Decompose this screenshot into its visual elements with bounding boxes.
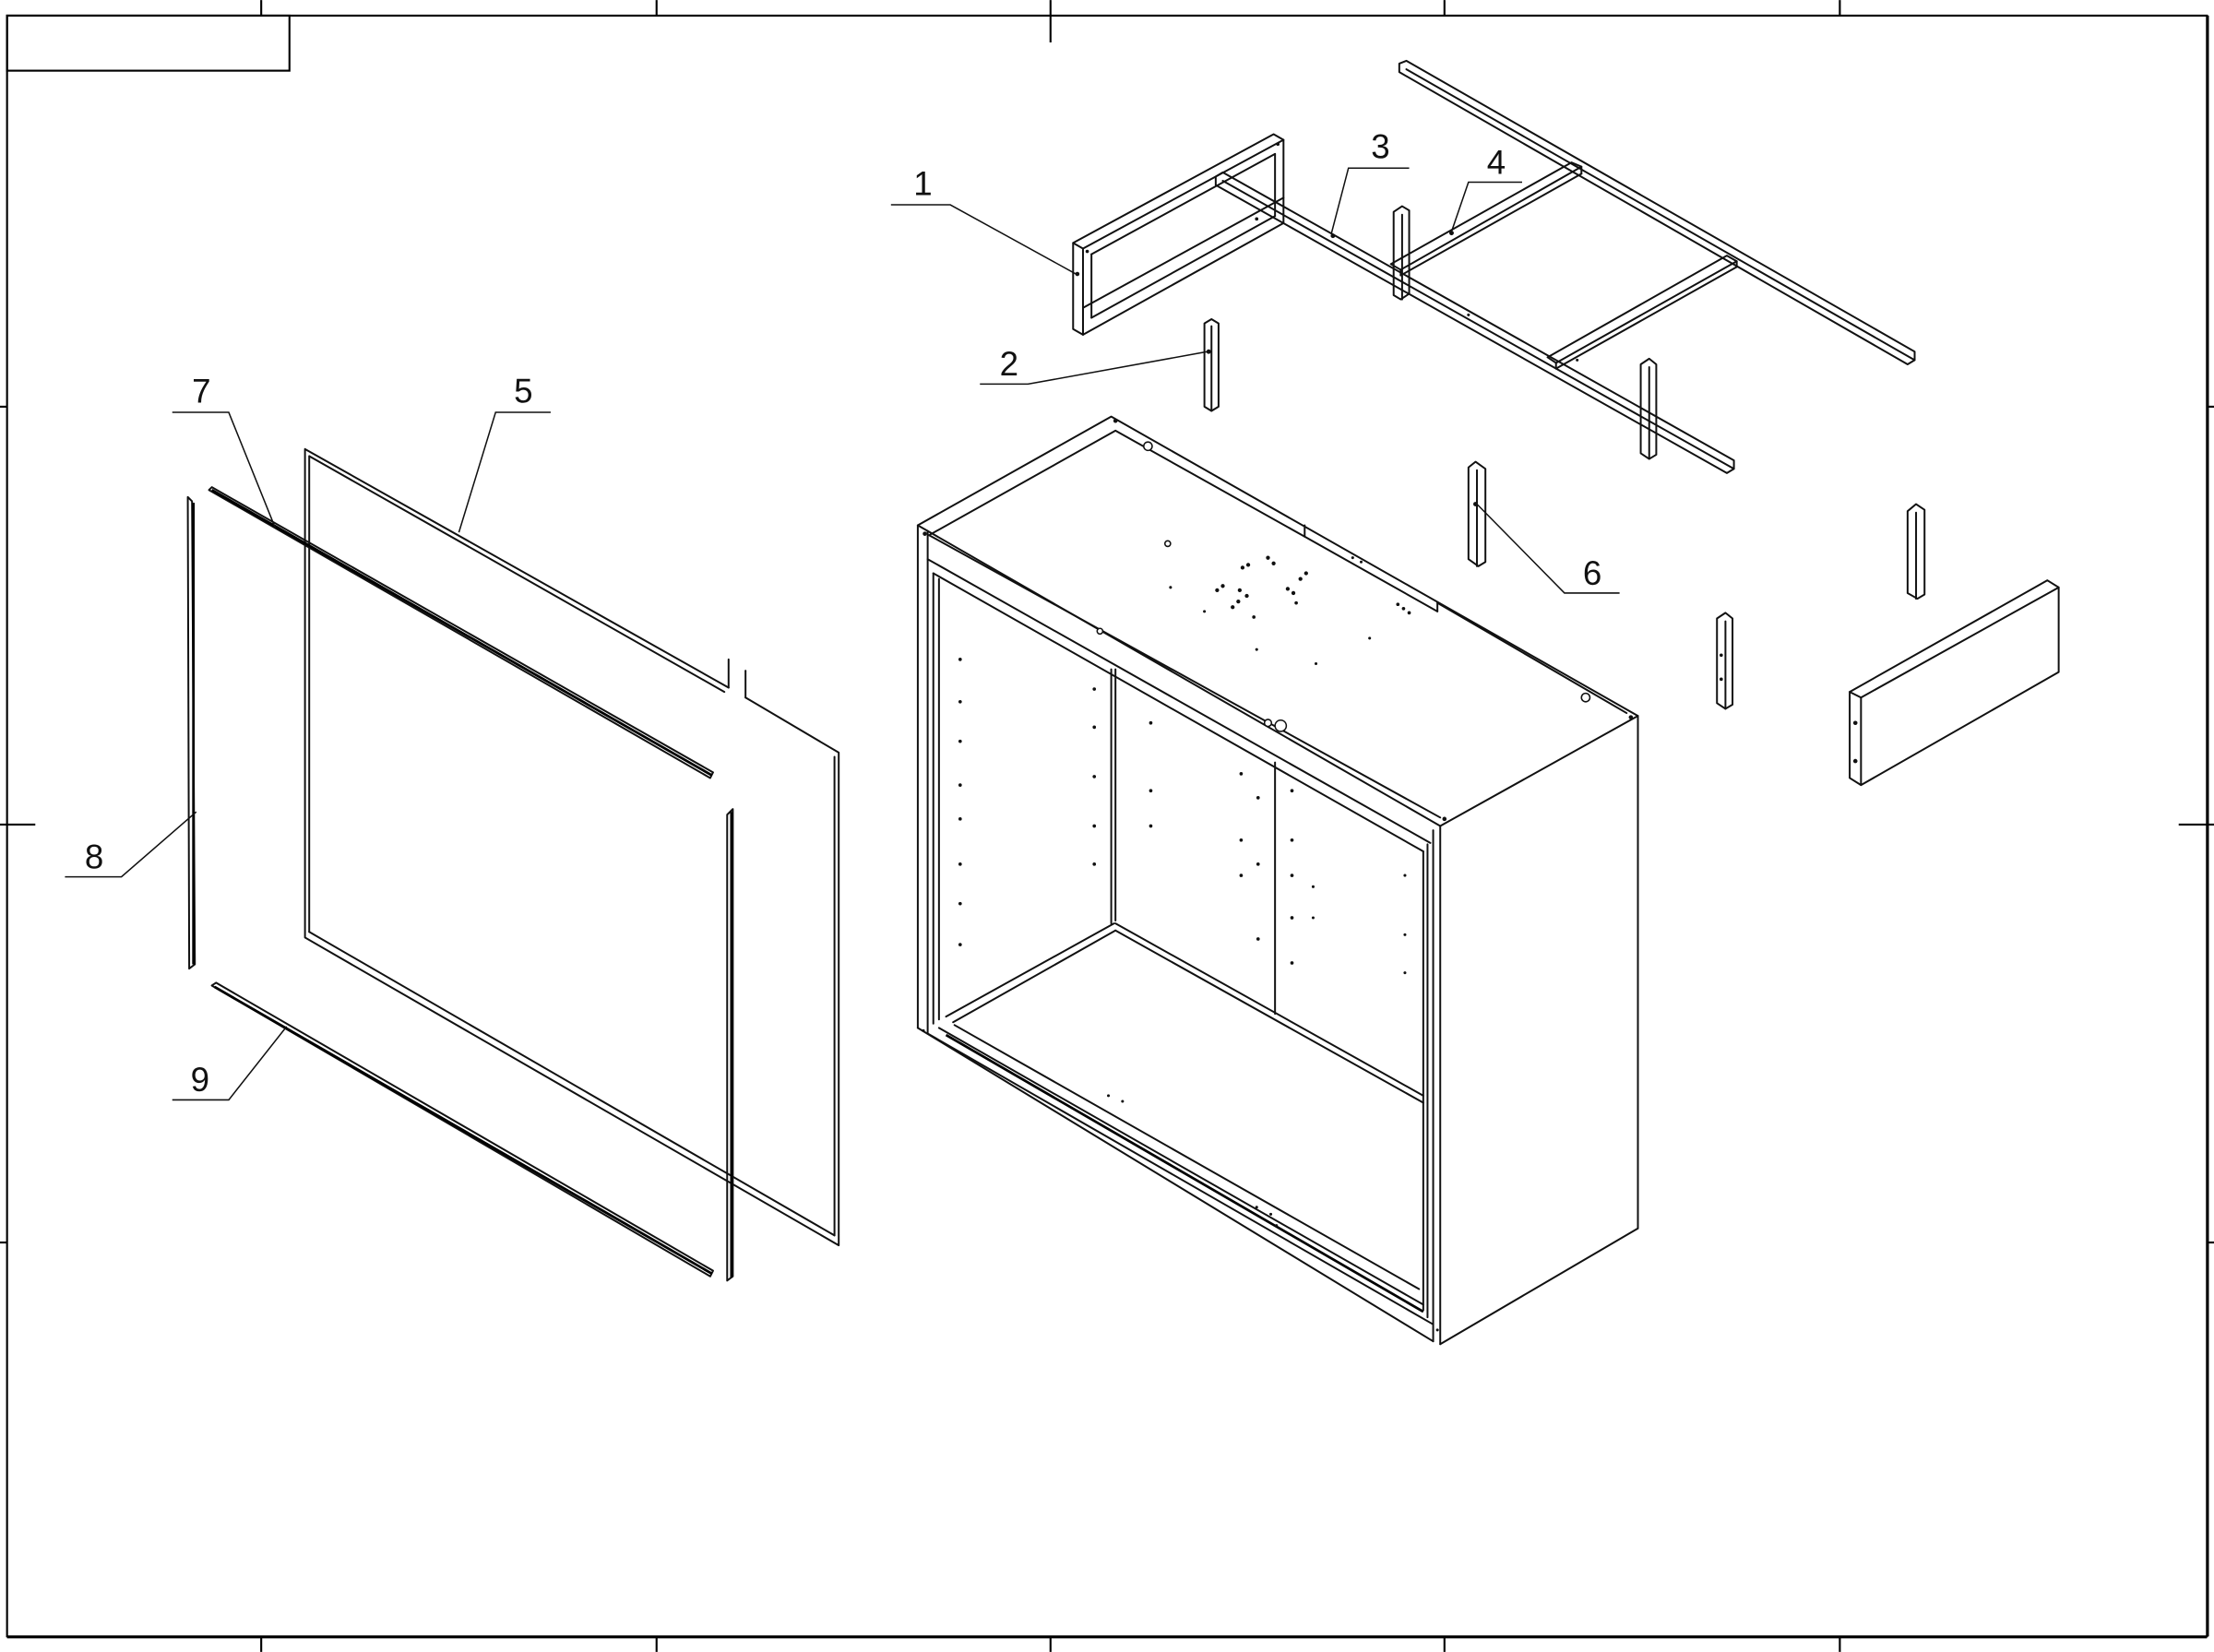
callout-label-6: 6 xyxy=(1583,554,1601,592)
part-5-glass-panel xyxy=(304,447,840,1247)
right-base-panel xyxy=(1849,579,2060,787)
part-9-bottom-strip xyxy=(210,981,714,1278)
right-vertical-strip xyxy=(726,808,734,1282)
title-block xyxy=(6,14,291,72)
callout-4: 4 xyxy=(1450,143,1522,232)
callout-label-9: 9 xyxy=(191,1061,209,1099)
callout-label-5: 5 xyxy=(514,372,532,410)
top-hole-pattern xyxy=(1169,555,1411,666)
part-7-top-strip xyxy=(208,486,714,779)
callout-8: 8 xyxy=(65,811,197,878)
callout-5: 5 xyxy=(458,372,551,533)
callout-7: 7 xyxy=(172,372,277,529)
bracket-right-upper xyxy=(1906,503,1926,600)
callout-9: 9 xyxy=(172,1026,288,1101)
part-6-bracket xyxy=(1467,460,1487,567)
callout-label-8: 8 xyxy=(85,838,103,875)
callout-label-4: 4 xyxy=(1487,143,1506,181)
side-hole-pattern xyxy=(922,418,1634,1332)
callout-3: 3 xyxy=(1330,128,1410,233)
part-1-end-frame xyxy=(1072,133,1285,336)
callout-label-7: 7 xyxy=(192,372,210,410)
callout-label-1: 1 xyxy=(913,164,932,202)
part-8-side-strip xyxy=(186,495,196,970)
callout-label-2: 2 xyxy=(1000,345,1018,383)
part-3-4-rail-assembly xyxy=(1214,59,1916,474)
callout-2: 2 xyxy=(980,345,1208,386)
cabinet-body xyxy=(916,415,1639,1346)
bracket-right-lower xyxy=(1716,612,1734,710)
callout-1: 1 xyxy=(890,164,1077,275)
callout-label-3: 3 xyxy=(1371,128,1389,166)
part-2-bracket xyxy=(1203,318,1220,412)
callout-6: 6 xyxy=(1474,502,1620,594)
